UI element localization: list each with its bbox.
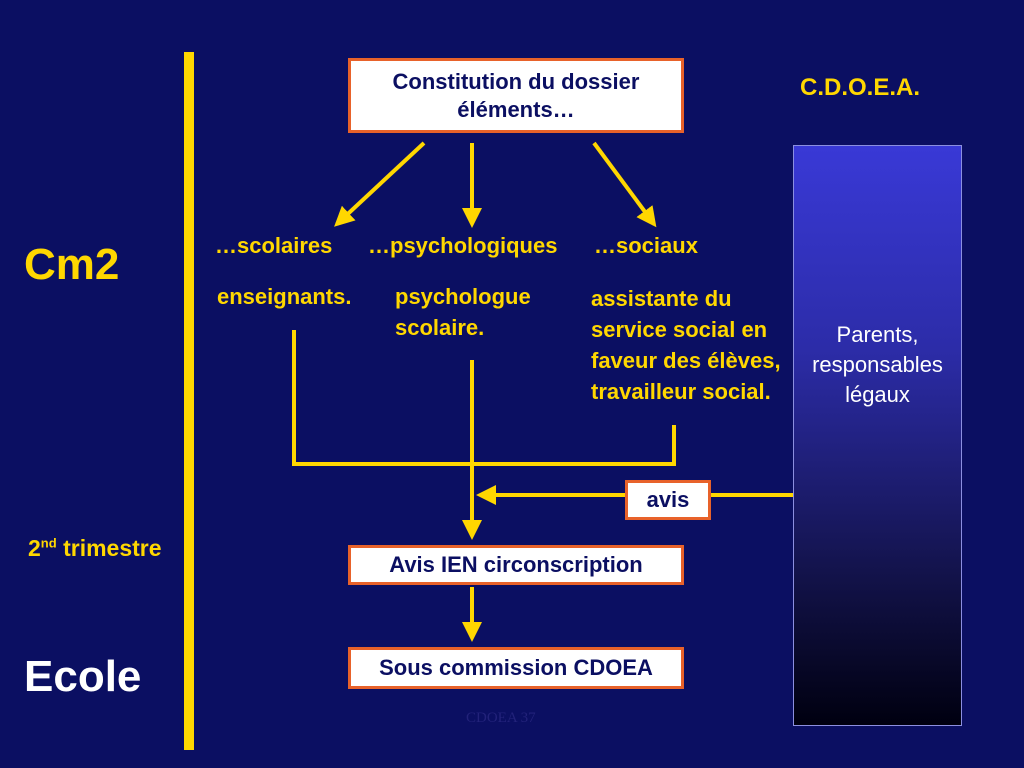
actor-enseignants: enseignants. xyxy=(217,284,352,309)
arrow-to-scolaires xyxy=(334,141,426,227)
category-psychologiques: …psychologiques xyxy=(368,233,558,258)
avis-box: avis xyxy=(625,480,711,520)
avis-ien-label: Avis IEN circonscription xyxy=(389,552,643,577)
trimester-word: trimestre xyxy=(56,535,162,561)
parents-panel: Parents, responsables légaux xyxy=(793,145,962,726)
dossier-subtitle: éléments… xyxy=(457,96,575,122)
category-scolaires: …scolaires xyxy=(215,233,333,258)
avis-label: avis xyxy=(646,487,690,512)
cdoea-title: C.D.O.E.A. xyxy=(800,74,921,101)
level-cm2: Cm2 xyxy=(24,240,120,289)
dossier-box: Constitution du dossier éléments… xyxy=(348,58,684,133)
actor-social: assistante du service social en faveur d… xyxy=(591,286,781,404)
sous-commission-box: Sous commission CDOEA xyxy=(348,647,684,689)
arrow-to-sociaux xyxy=(592,141,657,228)
timeline-bar xyxy=(184,52,194,750)
sous-commission-label: Sous commission CDOEA xyxy=(379,655,653,680)
avis-ien-box: Avis IEN circonscription xyxy=(348,545,684,585)
trimester-label: 2nd trimestre xyxy=(28,535,162,562)
category-sociaux: …sociaux xyxy=(594,233,698,258)
slide-footer: CDOEA 37 xyxy=(466,710,536,726)
dossier-title: Constitution du dossier xyxy=(392,68,640,94)
trimester-number: 2 xyxy=(28,535,41,561)
level-ecole: Ecole xyxy=(24,652,142,701)
trimester-suffix: nd xyxy=(40,535,57,551)
parents-label: Parents, responsables légaux xyxy=(812,322,943,407)
actor-psychologue: psychologue scolaire. xyxy=(395,284,531,340)
